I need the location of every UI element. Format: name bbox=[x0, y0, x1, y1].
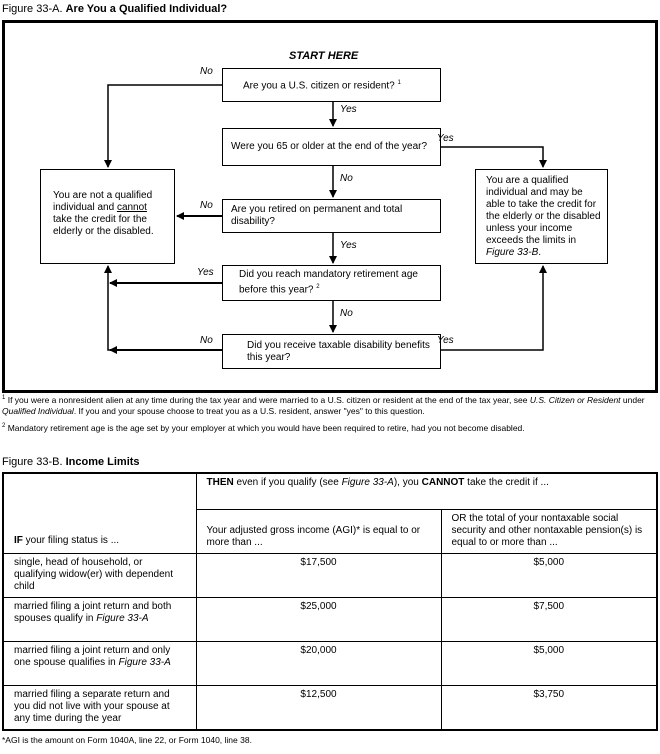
question-retired-disability: Are you retired on permanent and total d… bbox=[222, 199, 441, 233]
agi-cell: $25,000 bbox=[195, 597, 442, 643]
label-q4-no: No bbox=[340, 308, 353, 319]
agi-cell: $17,500 bbox=[195, 553, 442, 599]
footnote-reference: U.S. Citizen or Resident bbox=[529, 394, 621, 405]
arrow-q5-yes bbox=[441, 265, 547, 351]
income-limits-table: IF your filing status is ... THEN even i… bbox=[2, 471, 658, 731]
question-citizen: Are you a U.S. citizen or resident? 1 bbox=[222, 68, 441, 102]
status-text: married filing a separate return and you… bbox=[14, 689, 170, 725]
label-q2-yes: Yes bbox=[437, 133, 454, 144]
start-here-label: START HERE bbox=[289, 50, 359, 62]
figure-b-title: Figure 33-B. Income Limits bbox=[2, 456, 658, 468]
footnote-text: under bbox=[620, 394, 645, 405]
figure-reference: Figure 33-A bbox=[96, 613, 149, 625]
agi-note: *AGI is the amount on Form 1040A, line 2… bbox=[2, 734, 252, 745]
header-filing-status: IF your filing status is ... bbox=[2, 472, 197, 555]
nontaxable-cell: $7,500 bbox=[440, 597, 658, 643]
header-nontaxable: OR the total of your nontaxable social s… bbox=[440, 509, 658, 555]
header-agi: Your adjusted gross income (AGI)* is equ… bbox=[195, 509, 442, 555]
table-row: single, head of household, or qualifying… bbox=[2, 553, 658, 599]
nontaxable-cell: $5,000 bbox=[440, 641, 658, 687]
header-emphasis: THEN bbox=[206, 476, 234, 488]
agi-cell: $12,500 bbox=[195, 685, 442, 731]
result-text: take the credit for the elderly or the d… bbox=[53, 214, 154, 237]
lower-section: 1 If you were a nonresident alien at any… bbox=[2, 393, 658, 745]
label-q1-yes: Yes bbox=[340, 104, 357, 115]
footnote-text: If you were a nonresident alien at any t… bbox=[7, 394, 530, 405]
result-text: You are not a qualified individual and bbox=[53, 190, 153, 213]
filing-status-cell: married filing a joint return and only o… bbox=[2, 641, 197, 687]
header-text: even if you qualify (see bbox=[233, 476, 342, 488]
footnote-number: 1 bbox=[2, 395, 6, 401]
question-text: Are you retired on permanent and total d… bbox=[231, 204, 403, 227]
figure-reference: Figure 33-A bbox=[341, 476, 394, 488]
figure-reference: Figure 33-A bbox=[118, 657, 171, 669]
footnote-text: . If you and your spouse choose to treat… bbox=[73, 405, 425, 416]
filing-status-cell: married filing a separate return and you… bbox=[2, 685, 197, 731]
result-not-qualified: You are not a qualified individual and c… bbox=[40, 169, 175, 264]
header-emphasis: IF bbox=[14, 535, 23, 547]
question-text: Did you receive taxable disability benef… bbox=[247, 339, 430, 363]
header-text: take the credit if ... bbox=[464, 476, 549, 488]
footnote-ref: 1 bbox=[397, 80, 401, 87]
status-text: married filing a joint return and only o… bbox=[14, 645, 171, 669]
figure-label: Figure 33-B. bbox=[2, 455, 63, 468]
label-q2-no: No bbox=[340, 173, 353, 184]
footnote-2: 2 Mandatory retirement age is the age se… bbox=[2, 421, 658, 434]
footnote-ref: 2 bbox=[316, 284, 320, 291]
nontaxable-cell: $3,750 bbox=[440, 685, 658, 731]
table-row: married filing a separate return and you… bbox=[2, 685, 658, 731]
header-text: your filing status is ... bbox=[22, 535, 120, 547]
question-mandatory-retirement: Did you reach mandatory retirement age b… bbox=[222, 265, 441, 301]
header-emphasis: CANNOT bbox=[421, 476, 465, 488]
agi-cell: $20,000 bbox=[195, 641, 442, 687]
figure-reference: Figure 33-B bbox=[486, 246, 539, 258]
footnote-reference: Qualified Individual bbox=[2, 405, 74, 416]
nontaxable-cell: $5,000 bbox=[440, 553, 658, 599]
result-emphasis: cannot bbox=[116, 202, 147, 213]
figure-heading: Income Limits bbox=[65, 455, 140, 468]
header-then: THEN even if you qualify (see Figure 33-… bbox=[195, 472, 658, 511]
figure-a-title: Figure 33-A. Are You a Qualified Individ… bbox=[2, 3, 227, 15]
question-text: Are you a U.S. citizen or resident? bbox=[243, 80, 395, 92]
flowchart-frame bbox=[2, 20, 658, 393]
header-text: ), you bbox=[393, 476, 422, 488]
status-text: single, head of household, or qualifying… bbox=[14, 557, 173, 593]
arrow-q2-yes bbox=[441, 146, 547, 168]
label-q3-yes: Yes bbox=[340, 240, 357, 251]
result-text: . bbox=[538, 246, 542, 258]
label-q4-yes: Yes bbox=[197, 267, 214, 278]
flowchart-arrows bbox=[104, 84, 547, 354]
footnote-number: 2 bbox=[2, 422, 6, 429]
question-taxable-disability: Did you receive taxable disability benef… bbox=[222, 334, 441, 369]
status-text: married filing a joint return and both s… bbox=[14, 601, 172, 625]
result-qualified: You are a qualified individual and may b… bbox=[475, 169, 608, 264]
figure-label: Figure 33-A. bbox=[2, 3, 63, 15]
label-q5-no: No bbox=[200, 335, 213, 346]
figure-heading: Are You a Qualified Individual? bbox=[65, 3, 228, 15]
footnote-text: Mandatory retirement age is the age set … bbox=[7, 422, 525, 433]
question-age-65: Were you 65 or older at the end of the y… bbox=[222, 128, 441, 166]
filing-status-cell: married filing a joint return and both s… bbox=[2, 597, 197, 643]
result-text: You are a qualified individual and may b… bbox=[486, 174, 601, 246]
filing-status-cell: single, head of household, or qualifying… bbox=[2, 553, 197, 599]
question-text: Were you 65 or older at the end of the y… bbox=[231, 141, 428, 152]
label-q5-yes: Yes bbox=[437, 335, 454, 346]
table-row: married filing a joint return and only o… bbox=[2, 641, 658, 687]
question-text: Did you reach mandatory retirement age b… bbox=[239, 269, 418, 296]
label-q1-no: No bbox=[200, 66, 213, 77]
label-q3-no: No bbox=[200, 200, 213, 211]
footnote-1: 1 If you were a nonresident alien at any… bbox=[2, 393, 658, 417]
table-row: married filing a joint return and both s… bbox=[2, 597, 658, 643]
arrow-q1-no bbox=[104, 84, 222, 168]
